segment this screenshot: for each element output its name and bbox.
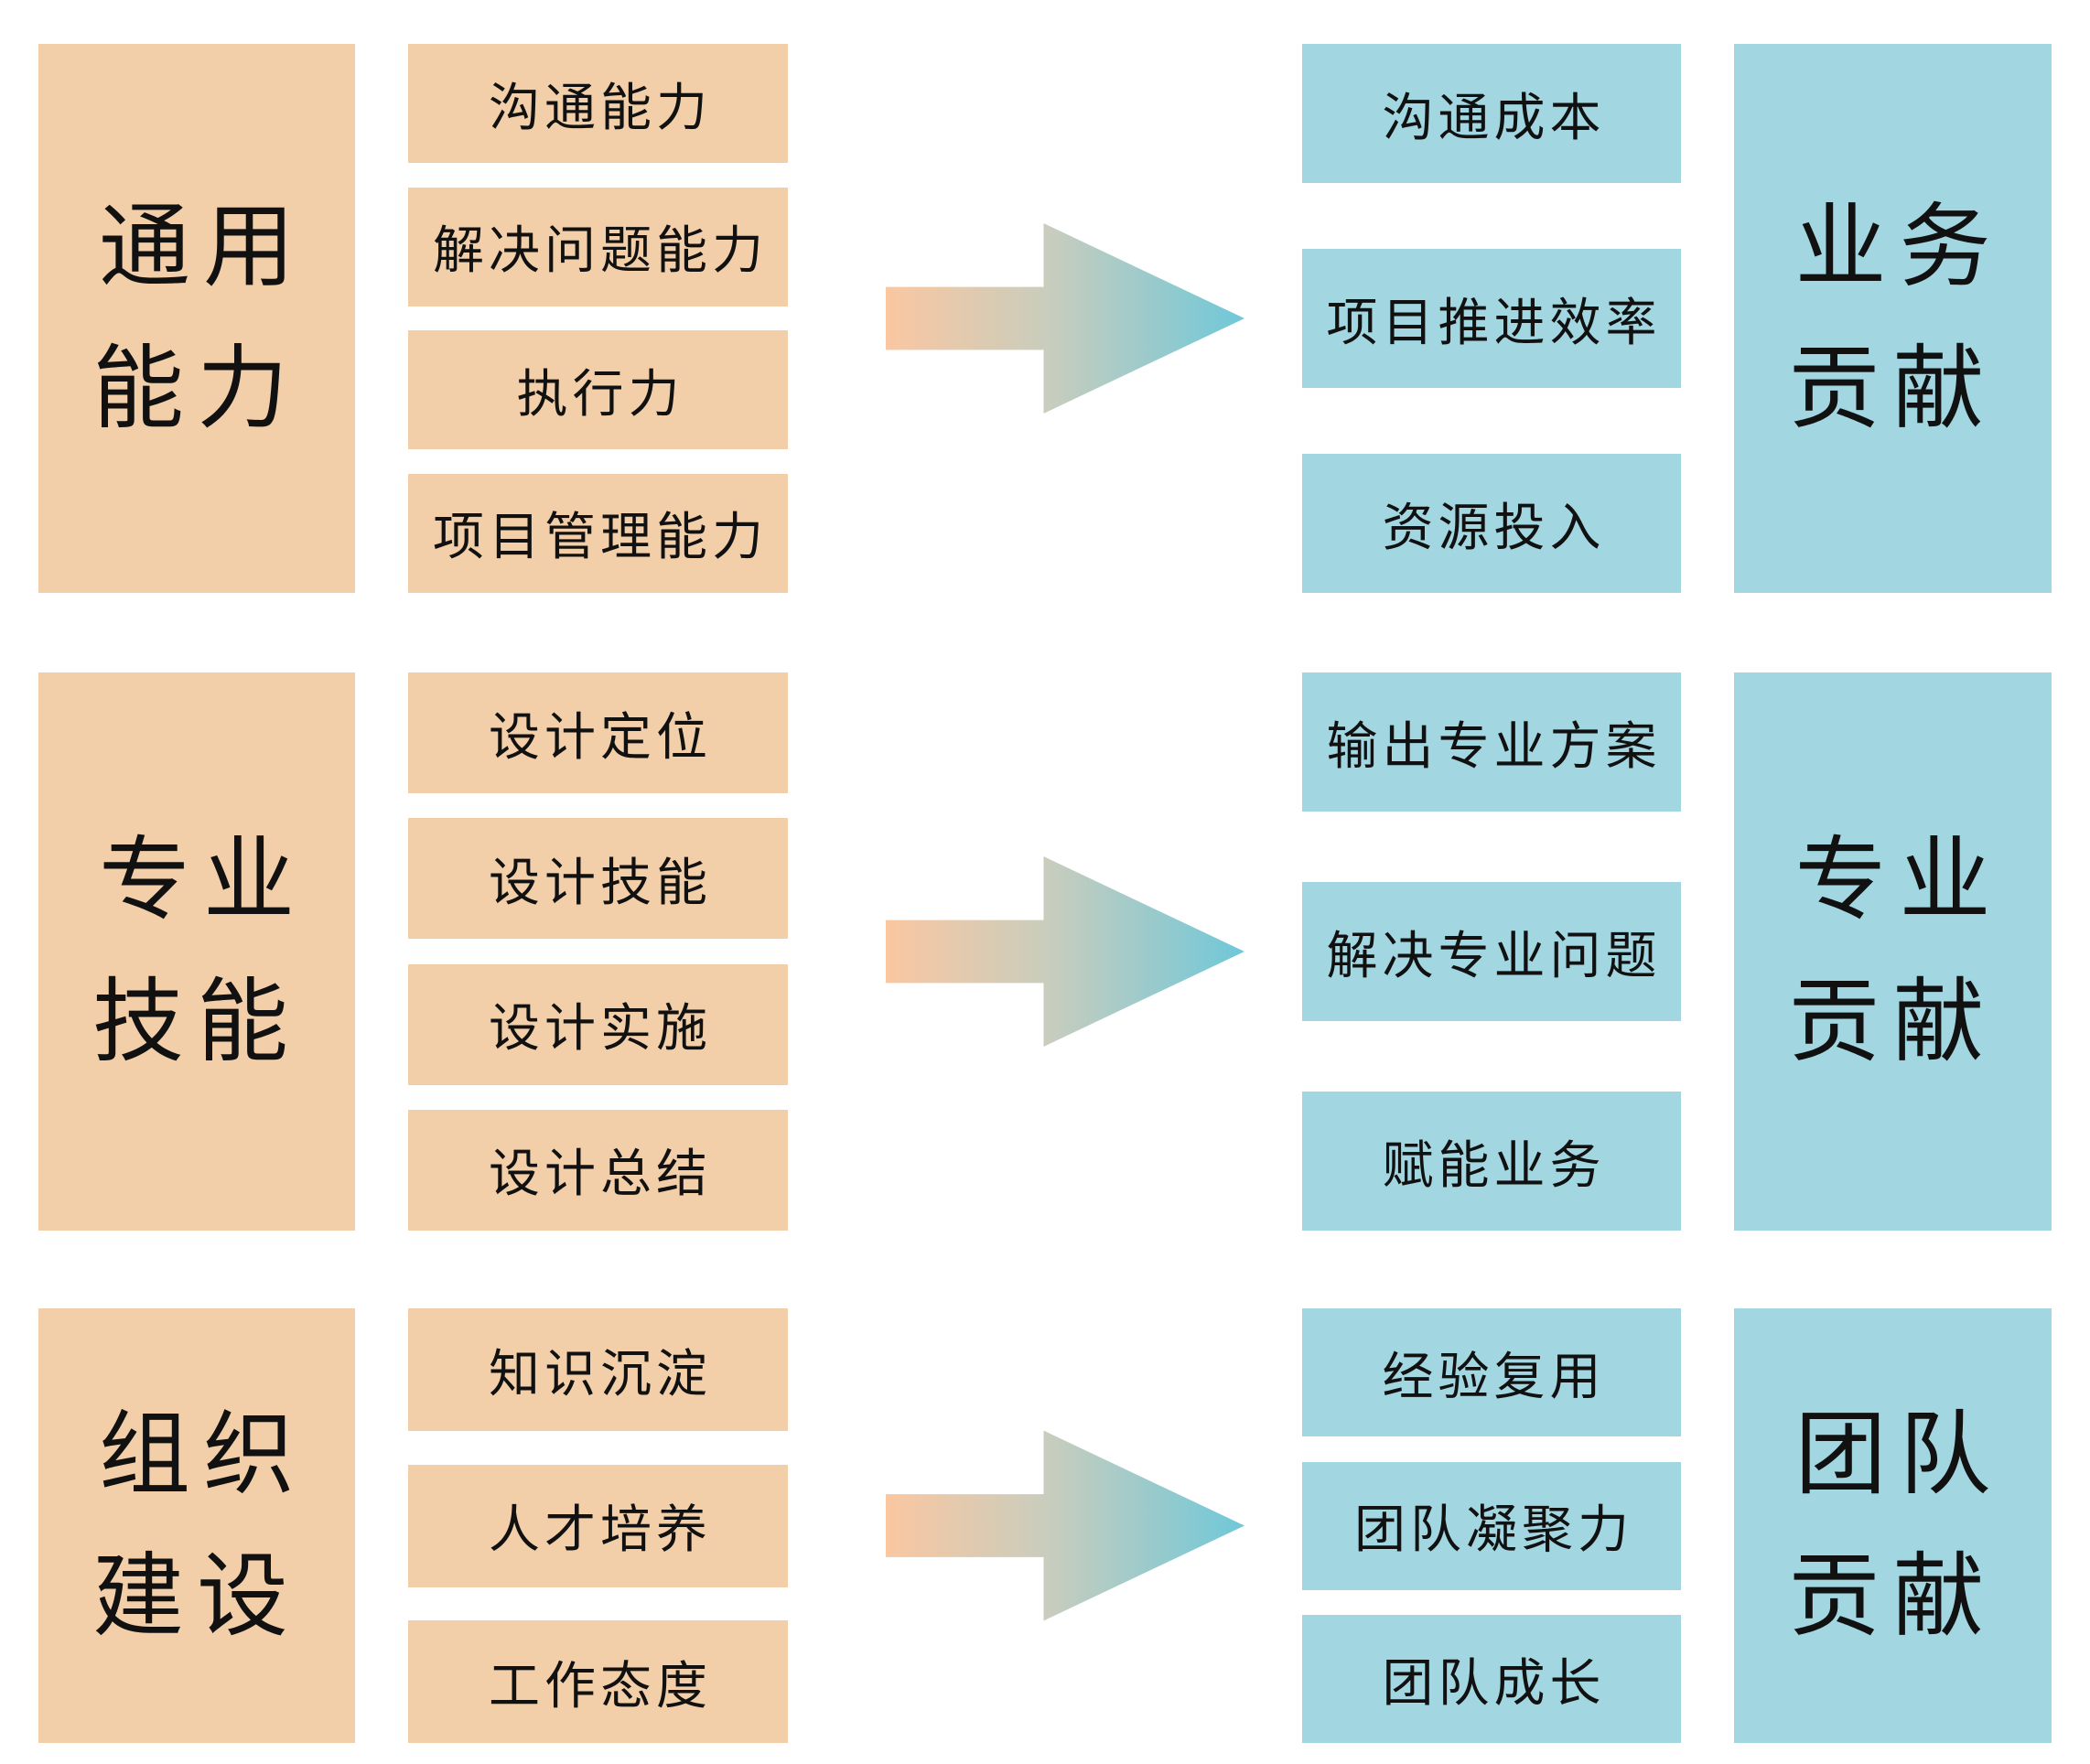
output-item: 赋能业务 (1302, 1092, 1681, 1231)
input-column: 设计定位 设计技能 设计实施 设计总结 (408, 672, 788, 1231)
right-arrow-icon (886, 223, 1244, 414)
input-item: 知识沉淀 (408, 1308, 788, 1431)
right-arrow-icon (886, 856, 1244, 1047)
category-box-general-ability: 通用 能力 (38, 44, 355, 593)
output-item: 团队成长 (1302, 1615, 1681, 1743)
right-arrow-icon (886, 1430, 1244, 1621)
output-column: 沟通成本 项目推进效率 资源投入 (1302, 44, 1681, 593)
input-item: 沟通能力 (408, 44, 788, 163)
category-label: 组织 建设 (92, 1403, 307, 1648)
output-item: 项目推进效率 (1302, 249, 1681, 388)
input-item: 人才培养 (408, 1464, 788, 1587)
contribution-label: 业务 贡献 (1788, 196, 2004, 440)
input-item: 设计总结 (408, 1109, 788, 1231)
output-item: 经验复用 (1302, 1308, 1681, 1436)
contribution-label: 专业 贡献 (1788, 829, 2004, 1073)
output-item: 团队凝聚力 (1302, 1461, 1681, 1590)
output-item: 解决专业问题 (1302, 882, 1681, 1021)
output-column: 经验复用 团队凝聚力 团队成长 (1302, 1308, 1681, 1743)
output-item: 资源投入 (1302, 454, 1681, 593)
output-column: 输出专业方案 解决专业问题 赋能业务 (1302, 672, 1681, 1231)
input-column: 知识沉淀 人才培养 工作态度 (408, 1308, 788, 1743)
contribution-box-team: 团队 贡献 (1734, 1308, 2052, 1743)
input-item: 设计技能 (408, 818, 788, 940)
input-item: 执行力 (408, 330, 788, 450)
input-item: 项目管理能力 (408, 473, 788, 593)
arrow-column (886, 672, 1244, 1231)
category-label: 专业 技能 (92, 829, 307, 1073)
arrow-column (886, 44, 1244, 593)
input-item: 设计定位 (408, 672, 788, 793)
row-professional-skills: 专业 技能 设计定位 设计技能 设计实施 设计总结 输出专业方案 解决专业问题 … (0, 672, 2090, 1231)
output-item: 输出专业方案 (1302, 672, 1681, 812)
category-label: 通用 能力 (92, 196, 307, 440)
input-column: 沟通能力 解决问题能力 执行力 项目管理能力 (408, 44, 788, 593)
contribution-box-professional: 专业 贡献 (1734, 672, 2052, 1231)
row-general-ability: 通用 能力 沟通能力 解决问题能力 执行力 项目管理能力 沟通成本 项目推进效率… (0, 44, 2090, 593)
contribution-box-business: 业务 贡献 (1734, 44, 2052, 593)
row-organization-building: 组织 建设 知识沉淀 人才培养 工作态度 经验复用 团队凝聚力 团队成长 团队 … (0, 1308, 2090, 1743)
input-item: 设计实施 (408, 963, 788, 1085)
input-item: 解决问题能力 (408, 187, 788, 307)
output-item: 沟通成本 (1302, 44, 1681, 183)
arrow-column (886, 1308, 1244, 1743)
contribution-label: 团队 贡献 (1788, 1403, 2004, 1648)
category-box-professional-skills: 专业 技能 (38, 672, 355, 1231)
category-box-organization-building: 组织 建设 (38, 1308, 355, 1743)
input-item: 工作态度 (408, 1620, 788, 1743)
